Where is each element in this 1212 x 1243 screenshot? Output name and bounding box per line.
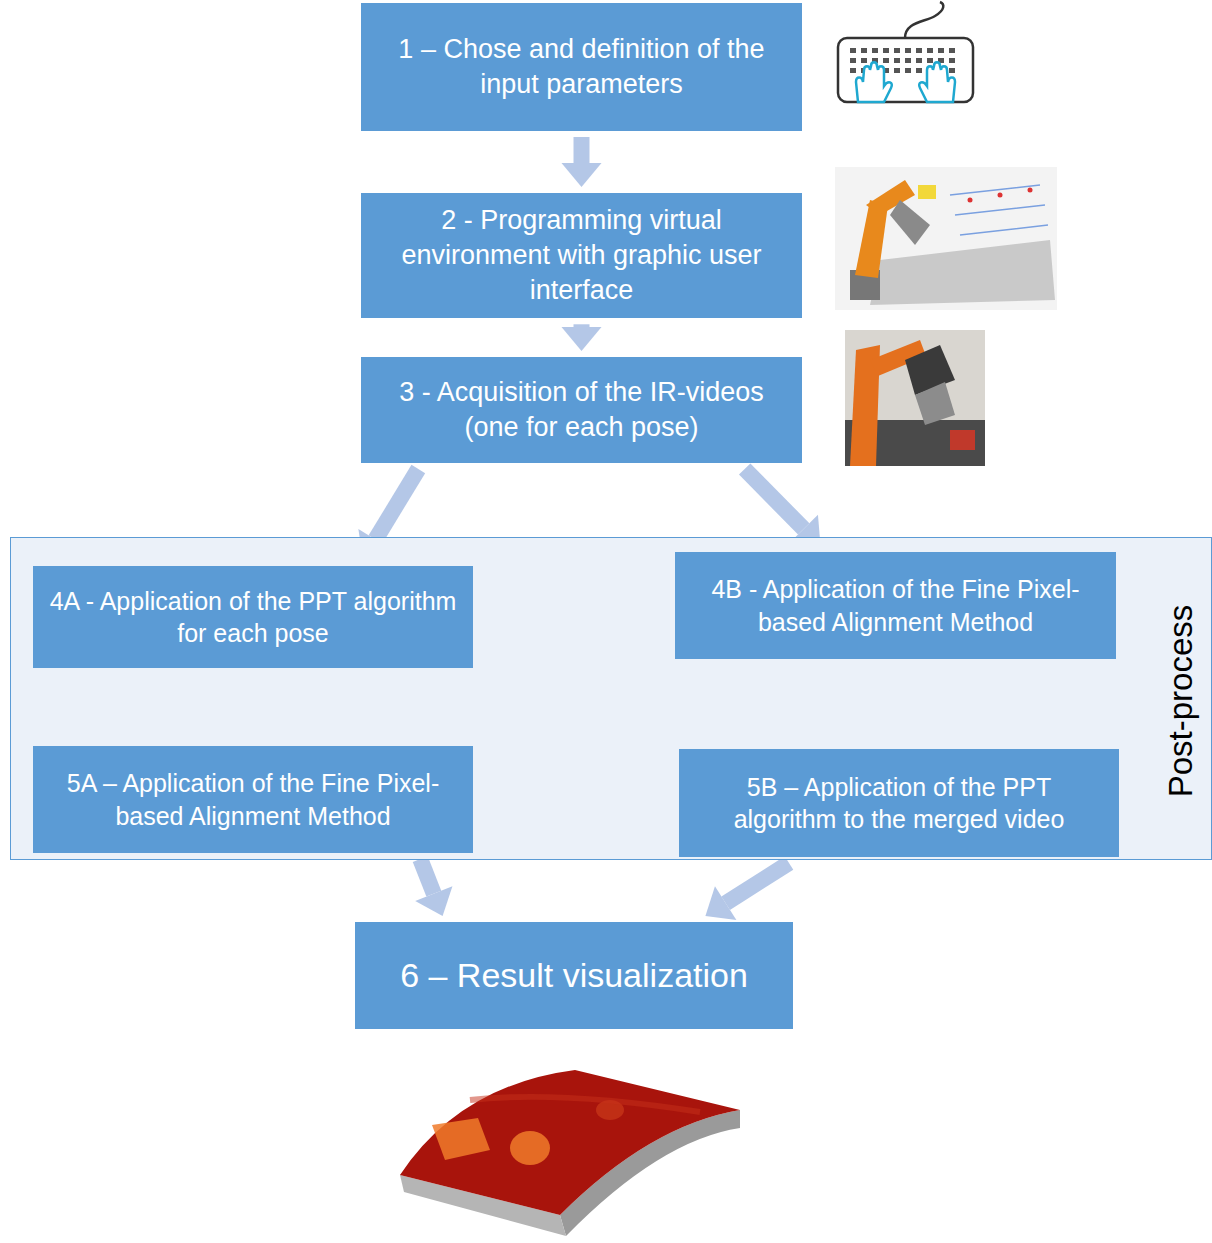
arrow-head	[705, 886, 736, 920]
box-label: 4B - Application of the Fine Pixel-based…	[691, 573, 1100, 638]
flow-arrow	[705, 863, 789, 920]
box-label: 5A – Application of the Fine Pixel-based…	[49, 767, 457, 832]
keyboard-icon	[838, 2, 973, 102]
box-label: 2 - Programming virtual environment with…	[377, 203, 786, 308]
process-box: 1 – Chose and definition of the input pa…	[361, 3, 802, 131]
lab-photo	[845, 330, 985, 466]
process-box: 6 – Result visualization	[355, 922, 793, 1029]
arrow-shaft	[574, 324, 590, 327]
box-label: 4A - Application of the PPT algorithm fo…	[49, 585, 457, 650]
process-box: 4A - Application of the PPT algorithm fo…	[33, 566, 473, 668]
arrow-head	[415, 886, 452, 916]
box-label: 6 – Result visualization	[400, 953, 748, 997]
arrow-shaft	[574, 137, 590, 163]
process-box: 2 - Programming virtual environment with…	[361, 193, 802, 318]
post-process-band: Post-process 4A - Application of the PPT …	[10, 537, 1212, 860]
arrow-shaft	[726, 863, 789, 903]
box-label: 3 - Acquisition of the IR-videos (one fo…	[377, 375, 786, 445]
arrow-head	[562, 163, 602, 187]
arrow-head	[562, 327, 602, 351]
band-label: Post-process	[1160, 605, 1203, 798]
arrow-shaft	[745, 469, 804, 529]
process-box: 3 - Acquisition of the IR-videos (one fo…	[361, 357, 802, 463]
box-label: 1 – Chose and definition of the input pa…	[377, 32, 786, 102]
result-plate	[400, 1070, 740, 1236]
arrow-shaft	[420, 859, 434, 894]
arrow-shaft	[375, 469, 418, 539]
flow-arrow	[562, 137, 602, 187]
flow-arrow	[745, 469, 821, 546]
flow-arrow	[562, 324, 602, 351]
process-box: 4B - Application of the Fine Pixel-based…	[675, 552, 1116, 659]
process-box: 5A – Application of the Fine Pixel-based…	[33, 746, 473, 853]
process-box: 5B – Application of the PPT algorithm to…	[679, 749, 1119, 857]
box-label: 5B – Application of the PPT algorithm to…	[695, 771, 1103, 836]
flow-arrow	[415, 859, 452, 916]
virtual-robot-render	[835, 167, 1057, 310]
